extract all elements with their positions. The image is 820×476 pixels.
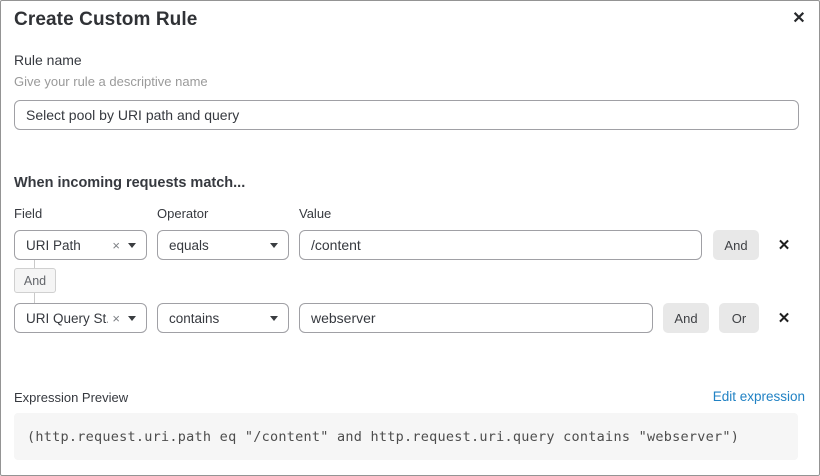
expression-preview-label: Expression Preview (14, 390, 129, 405)
operator-select-value: contains (169, 310, 220, 326)
value-input-row-1[interactable] (299, 230, 702, 260)
expression-code: (http.request.uri.path eq "/content" and… (27, 428, 740, 445)
clear-selection-icon[interactable]: × (112, 310, 120, 326)
remove-row-2-icon[interactable]: ✕ (773, 307, 795, 329)
match-section-heading: When incoming requests match... (14, 175, 246, 191)
chevron-down-icon (128, 315, 136, 321)
close-icon[interactable]: ✕ (787, 6, 811, 30)
value-input-row-2[interactable] (299, 303, 653, 333)
rule-name-helper-text: Give your rule a descriptive name (14, 74, 208, 89)
field-select-value: URI Path (26, 237, 81, 253)
field-select-row-1[interactable]: URI Path × (14, 230, 147, 260)
edit-expression-link[interactable]: Edit expression (712, 389, 805, 404)
chevron-down-icon (270, 242, 278, 248)
clear-selection-icon[interactable]: × (112, 237, 120, 253)
field-select-row-2[interactable]: URI Query St... × (14, 303, 147, 333)
operator-select-row-1[interactable]: equals (157, 230, 289, 260)
dialog-title: Create Custom Rule (14, 9, 198, 30)
and-connector-badge: And (14, 268, 56, 293)
chevron-down-icon (270, 315, 278, 321)
and-button-row-1[interactable]: And (713, 230, 759, 260)
expression-code-block: (http.request.uri.path eq "/content" and… (14, 413, 798, 460)
rule-name-input[interactable] (14, 100, 799, 130)
field-select-value: URI Query St... (26, 310, 109, 326)
and-button-row-2[interactable]: And (663, 303, 709, 333)
connector-line (34, 260, 35, 269)
column-label-field: Field (14, 206, 43, 221)
operator-select-value: equals (169, 237, 209, 253)
operator-select-row-2[interactable]: contains (157, 303, 289, 333)
chevron-down-icon (128, 242, 136, 248)
column-label-operator: Operator (157, 206, 209, 221)
connector-line (34, 293, 35, 303)
rule-name-label: Rule name (14, 52, 82, 68)
or-button-row-2[interactable]: Or (719, 303, 759, 333)
remove-row-1-icon[interactable]: ✕ (773, 234, 795, 256)
column-label-value: Value (299, 206, 332, 221)
